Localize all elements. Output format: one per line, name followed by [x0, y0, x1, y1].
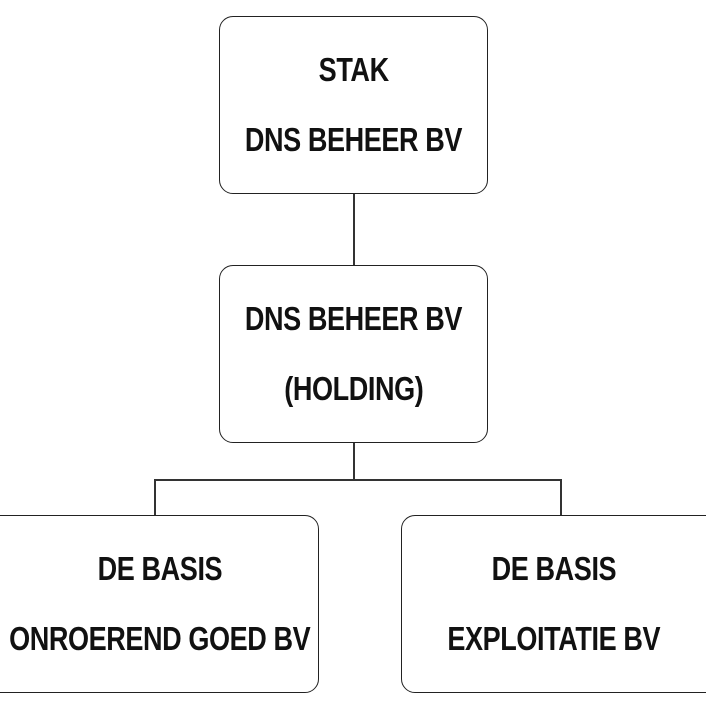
node-holding: DNS BEHEER BV (HOLDING) [219, 265, 488, 443]
node-label: STAK [318, 51, 389, 88]
connector-right-down [560, 479, 562, 515]
node-label: DE BASIS [491, 550, 617, 587]
node-onroerend-goed: DE BASIS ONROEREND GOED BV [0, 515, 319, 693]
connector-horizontal [154, 479, 561, 481]
node-exploitatie: DE BASIS EXPLOITATIE BV [401, 515, 706, 693]
connector-top-middle [353, 194, 355, 265]
node-label: (HOLDING) [283, 370, 424, 407]
node-label: DE BASIS [97, 550, 222, 587]
connector-left-down [154, 479, 156, 515]
node-stak: STAK DNS BEHEER BV [219, 16, 488, 194]
node-label: DNS BEHEER BV [244, 121, 463, 158]
node-label: EXPLOITATIE BV [447, 620, 661, 657]
node-label: ONROEREND GOED BV [8, 620, 311, 657]
connector-middle-down [353, 443, 355, 479]
node-label: DNS BEHEER BV [244, 300, 463, 337]
